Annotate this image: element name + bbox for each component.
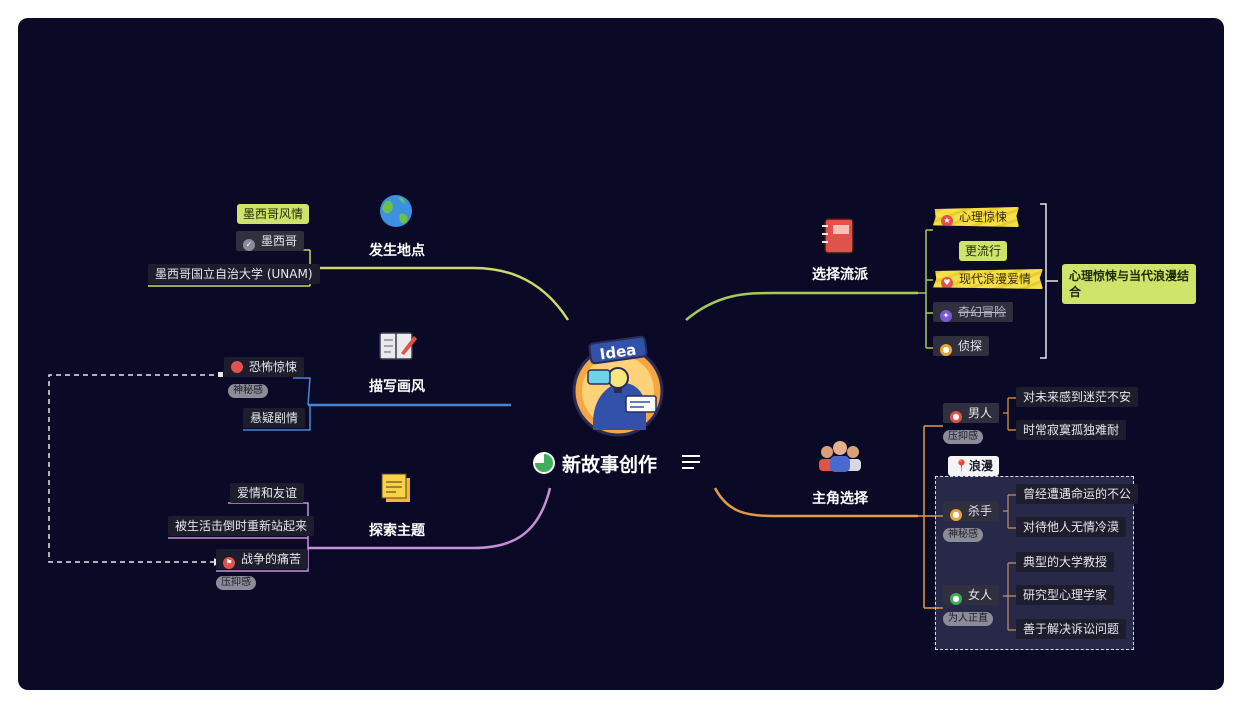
location-connector (318, 266, 570, 321)
people-group-icon (819, 441, 861, 472)
genre-romance[interactable]: ♥ 现代浪漫爱情 (933, 269, 1044, 289)
relation-dashed-line (48, 374, 223, 563)
genre-romance-label: 现代浪漫爱情 (959, 272, 1032, 286)
topic-theme[interactable]: 探索主题 (369, 523, 425, 539)
magic-icon: ✦ (940, 310, 952, 322)
protagonist-killer[interactable]: ● 杀手 (943, 501, 1000, 521)
genre-bracket (918, 229, 933, 349)
woman-trait-3[interactable]: 善于解决诉讼问题 (1016, 619, 1127, 639)
person-icon: ● (950, 509, 962, 521)
center-topic[interactable]: 新故事创作 (562, 454, 658, 476)
theme-connector (308, 487, 552, 550)
theme-war-tag[interactable]: 压抑感 (216, 576, 256, 590)
idea-logo-icon (572, 335, 664, 437)
genre-detective-label: 侦探 (958, 339, 983, 353)
magnifier-icon: ● (940, 344, 952, 356)
protagonist-woman-tag[interactable]: 为人正直 (943, 612, 993, 626)
protagonist-man-tag[interactable]: 压抑感 (943, 430, 983, 444)
topic-protagonist[interactable]: 主角选择 (812, 491, 868, 507)
woman-trait-1[interactable]: 典型的大学教授 (1016, 552, 1115, 572)
flag-icon: ⚑ (223, 557, 235, 569)
theme-love[interactable]: 爱情和友谊 (230, 483, 305, 503)
heart-icon: ♥ (941, 277, 953, 289)
style-bracket (243, 377, 311, 431)
location-mexico[interactable]: ✓ 墨西哥 (236, 231, 305, 251)
genre-callout[interactable]: 更流行 (959, 241, 1008, 261)
woman-trait-2[interactable]: 研究型心理学家 (1016, 585, 1115, 605)
person-icon: ● (950, 593, 962, 605)
topic-genre[interactable]: 选择流派 (812, 267, 868, 283)
theme-rise[interactable]: 被生活击倒时重新站起来 (168, 516, 315, 536)
sketchbook-icon (379, 332, 417, 360)
genre-summary-brace (1040, 203, 1058, 359)
mindmap-canvas: Idea 新故事创作 发生地点 描写画风 探索主题 选择流派 主角选择 墨西哥风… (18, 18, 1224, 690)
protagonist-man-label: 男人 (968, 406, 993, 420)
style-horror-tag[interactable]: 神秘感 (228, 384, 268, 398)
connector-lines (48, 195, 1058, 631)
topic-location[interactable]: 发生地点 (369, 243, 425, 259)
relation-start-handle (218, 372, 223, 377)
notebook-icon (822, 218, 854, 254)
location-callout[interactable]: 墨西哥风情 (237, 204, 310, 224)
genre-fantasy[interactable]: ✦ 奇幻冒险 (933, 302, 1014, 322)
sticky-notes-icon (381, 473, 410, 502)
note-lines-icon (682, 455, 700, 469)
center-pie-icon (533, 452, 555, 474)
style-horror[interactable]: 恐怖惊悚 (224, 357, 305, 377)
pin-icon: 📍 (954, 459, 969, 473)
location-mexico-label: 墨西哥 (261, 234, 298, 248)
man-trait-2[interactable]: 时常寂寞孤独难耐 (1016, 420, 1127, 440)
killer-traits-bracket (1003, 494, 1016, 529)
protagonist-woman-label: 女人 (968, 588, 993, 602)
protagonist-bracket (918, 425, 943, 609)
romance-label-text: 浪漫 (968, 459, 993, 473)
woman-traits-bracket (1003, 562, 1016, 631)
genre-connector (685, 291, 918, 321)
killer-trait-1[interactable]: 曾经遭遇命运的不公 (1016, 484, 1139, 504)
protagonist-woman[interactable]: ● 女人 (943, 585, 1000, 605)
romance-label[interactable]: 📍浪漫 (948, 456, 999, 476)
protagonist-connector (713, 487, 918, 518)
genre-summary[interactable]: 心理惊悚与当代浪漫结合 (1062, 264, 1196, 304)
man-traits-bracket (1003, 397, 1016, 431)
genre-psych[interactable]: ★ 心理惊悚 (933, 207, 1020, 227)
theme-war[interactable]: ⚑ 战争的痛苦 (216, 549, 309, 569)
style-suspense[interactable]: 悬疑剧情 (243, 408, 306, 428)
protagonist-killer-tag[interactable]: 神秘感 (943, 528, 983, 542)
genre-psych-label: 心理惊悚 (959, 210, 1008, 224)
theme-war-label: 战争的痛苦 (241, 552, 302, 566)
red-dot-icon (231, 361, 243, 373)
style-horror-label: 恐怖惊悚 (249, 360, 298, 374)
location-unam[interactable]: 墨西哥国立自治大学 (UNAM) (148, 264, 320, 284)
protagonist-killer-label: 杀手 (968, 504, 993, 518)
protagonist-man[interactable]: ● 男人 (943, 403, 1000, 423)
topic-style[interactable]: 描写画风 (369, 379, 425, 395)
man-trait-1[interactable]: 对未来感到迷茫不安 (1016, 387, 1139, 407)
person-icon: ● (950, 411, 962, 423)
genre-fantasy-label: 奇幻冒险 (958, 305, 1007, 319)
killer-trait-2[interactable]: 对待他人无情冷漠 (1016, 517, 1127, 537)
check-icon: ✓ (243, 239, 255, 251)
star-icon: ★ (941, 215, 953, 227)
globe-icon (380, 195, 412, 227)
genre-detective[interactable]: ● 侦探 (933, 336, 990, 356)
